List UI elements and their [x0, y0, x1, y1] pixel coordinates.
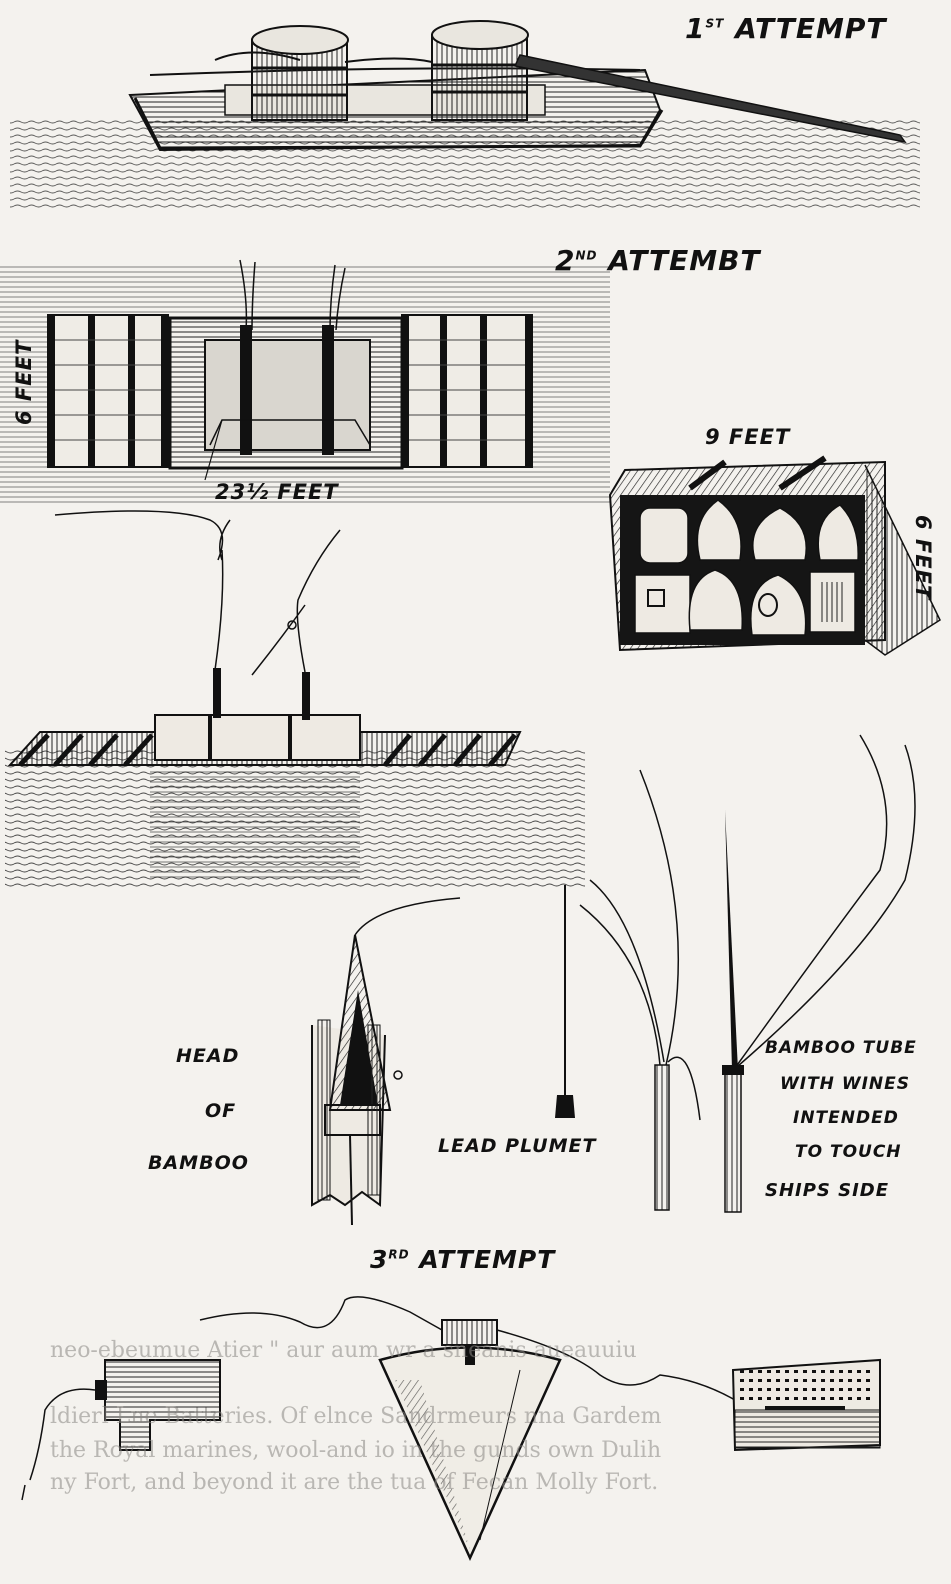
- show-through-line-2: ldierl Lne Batteries. Of elnce Sandrmeur…: [50, 1404, 662, 1429]
- cask-left: [251, 25, 349, 121]
- second-attempt-jar-box: [608, 455, 941, 656]
- bamboo-tube-line-4: TO TOUCH: [795, 1142, 902, 1162]
- third-attempt-number: 3: [370, 1245, 389, 1274]
- second-attempt-number: 2: [555, 244, 576, 277]
- third-attempt-suffix: RD: [388, 1247, 410, 1262]
- raft-length-dimension: 23½ FEET: [215, 480, 339, 504]
- first-attempt-boat: [10, 20, 920, 210]
- box-width-dimension: 9 FEET: [705, 425, 791, 449]
- head-of-bamboo-line-1: HEAD: [176, 1045, 240, 1067]
- bamboo-tube-wires: [579, 734, 916, 1213]
- first-attempt-label: 1ST ATTEMPT: [685, 12, 887, 45]
- third-attempt: [21, 1296, 881, 1562]
- lead-plumet: [555, 885, 575, 1118]
- raft-height-dimension: 6 FEET: [12, 339, 36, 425]
- bamboo-tube-line-3: INTENDED: [793, 1108, 899, 1128]
- head-of-bamboo-line-3: BAMBOO: [148, 1152, 249, 1174]
- bamboo-tube-line-1: BAMBOO TUBE: [765, 1038, 917, 1058]
- third-attempt-word: ATTEMPT: [419, 1245, 556, 1274]
- third-attempt-label: 3RD ATTEMPT: [370, 1245, 555, 1274]
- bamboo-tube-line-5: SHIPS SIDE: [765, 1180, 890, 1201]
- show-through-line-4: ny Fort, and beyond it are the tua of Fe…: [50, 1470, 659, 1495]
- second-attempt-label: 2ND ATTEMBT: [555, 244, 761, 277]
- second-attempt-word: ATTEMBT: [608, 244, 761, 277]
- cask-right: [431, 20, 529, 121]
- head-of-bamboo-line-2: OF: [205, 1100, 237, 1122]
- lead-plumet-label: LEAD PLUMET: [438, 1135, 597, 1157]
- second-attempt-raft-plan: [0, 259, 610, 505]
- show-through-line-3: the Royal marines, wool-and io in the gu…: [50, 1438, 662, 1463]
- bamboo-head-section: [311, 897, 461, 1226]
- show-through-line-1: neo-ebeumue Atier " aur aum wr a sneanis…: [50, 1338, 637, 1363]
- first-attempt-suffix: ST: [705, 16, 725, 31]
- box-height-dimension: 6 FEET: [911, 515, 935, 601]
- first-attempt-word: ATTEMPT: [735, 12, 887, 45]
- bamboo-tube-line-2: WITH WINES: [780, 1074, 910, 1094]
- second-attempt-raft-elevation: [5, 510, 585, 890]
- second-attempt-suffix: ND: [575, 248, 598, 263]
- first-attempt-number: 1: [685, 12, 706, 45]
